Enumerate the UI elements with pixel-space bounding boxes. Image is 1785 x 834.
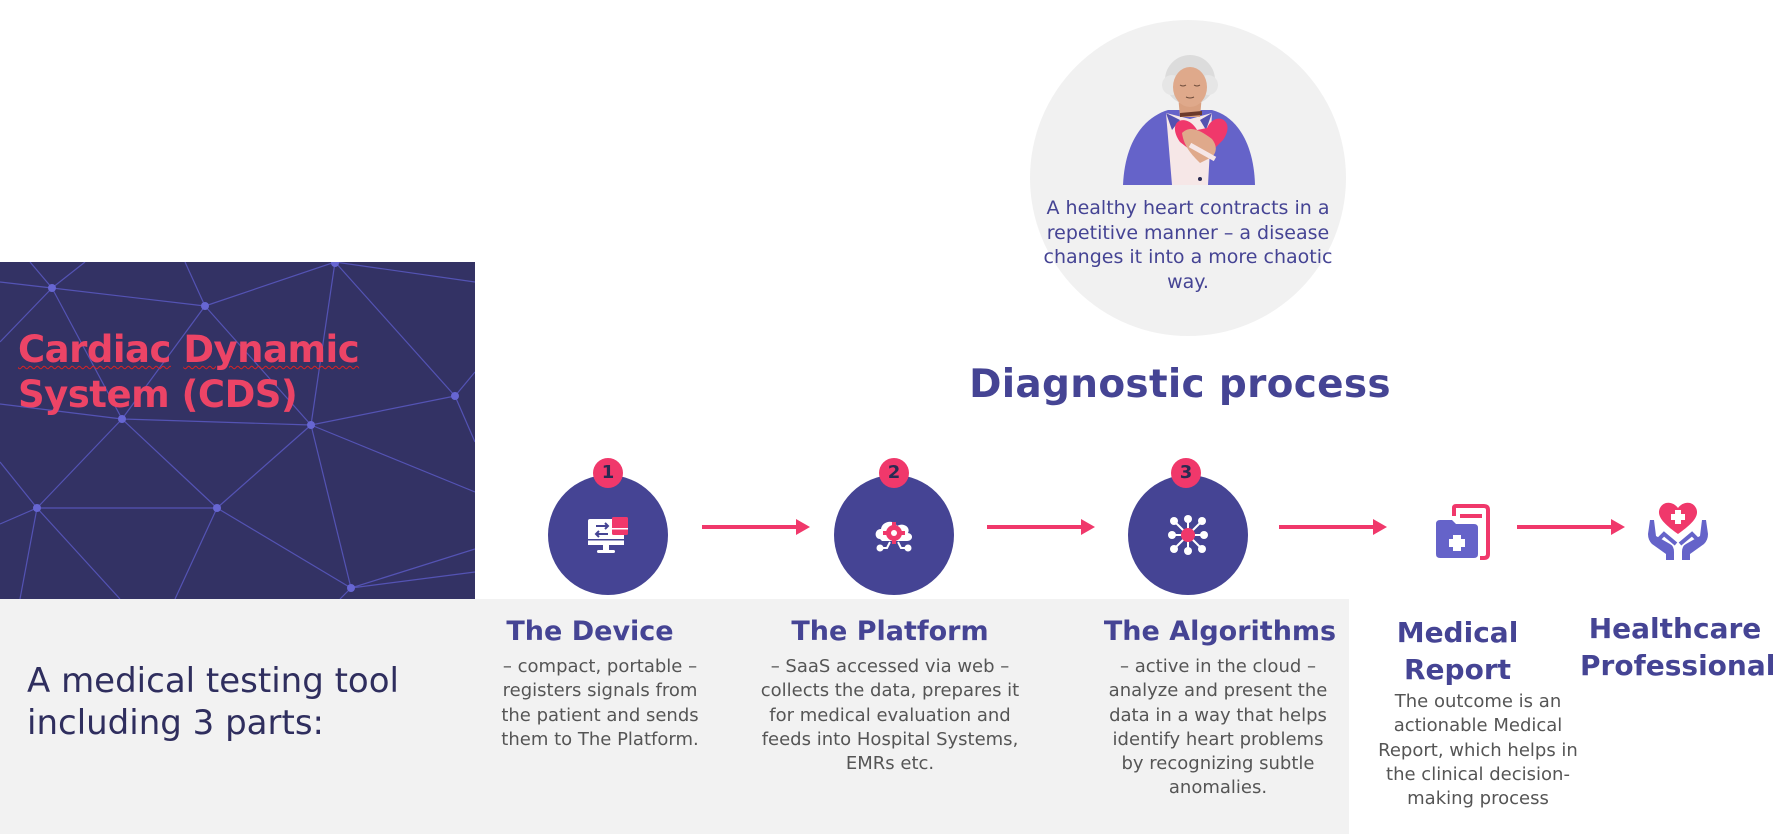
arrow-2-icon (987, 519, 1095, 535)
arrow-3-icon (1279, 519, 1387, 535)
network-nodes-icon (1168, 515, 1208, 555)
medical-report-description: The outcome is an actionable Medical Rep… (1378, 691, 1578, 810)
step-2-description: – SaaS accessed via web – collects the d… (760, 656, 1020, 775)
cloud-gear-icon (875, 521, 913, 552)
hero-title-word-1: Cardiac (18, 328, 171, 371)
step-2-heading: The Platform (791, 616, 989, 647)
arrow-1-icon (702, 519, 810, 535)
content-band (0, 599, 1349, 834)
step-1-description: – compact, portable – registers signals … (501, 656, 699, 750)
step-3-circle (1128, 475, 1248, 595)
step-3-description: – active in the cloud – analyze and pres… (1108, 656, 1328, 799)
arrow-4-icon (1517, 519, 1625, 535)
hero-title-line-2: System (CDS) (18, 373, 298, 416)
step-2-circle (834, 475, 954, 595)
hands-heart-icon (1648, 502, 1708, 560)
patient-illustration (1123, 55, 1255, 185)
hero-panel (0, 262, 475, 599)
medical-report-heading: Medical Report (1396, 616, 1519, 686)
step-2-badge: 2 (879, 458, 909, 488)
medical-folder-icon (1436, 504, 1490, 560)
network-background (0, 262, 475, 599)
step-1-circle (548, 475, 668, 595)
intro-text: A medical testing tool including 3 parts… (27, 661, 399, 743)
hero-title: Cardiac Dynamic System (CDS) (18, 327, 458, 417)
step-1-badge: 1 (593, 458, 623, 488)
diagnostic-process-title: Diagnostic process (969, 362, 1391, 407)
hero-title-word-2: Dynamic (183, 328, 360, 371)
step-3-heading: The Algorithms (1103, 616, 1337, 647)
healthcare-professional-heading: Healthcare Professional (1580, 612, 1776, 682)
monitor-transfer-icon (588, 517, 628, 553)
step-1-heading: The Device (506, 616, 674, 647)
step-3-badge: 3 (1171, 458, 1201, 488)
patient-caption: A healthy heart contracts in a repetitiv… (1043, 197, 1333, 293)
